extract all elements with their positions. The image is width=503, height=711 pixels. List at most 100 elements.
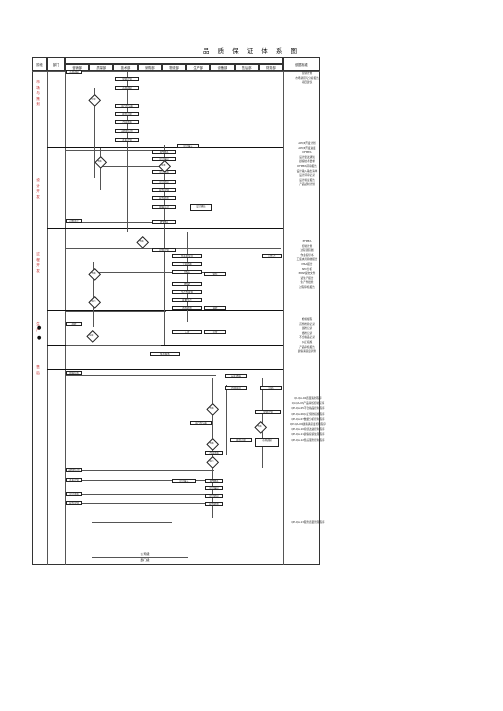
flow-box: 营销计划	[255, 410, 281, 414]
flow-line	[93, 262, 94, 327]
flow-box: 市场调研	[255, 438, 279, 447]
reference-item: QP-QA-09顾客满意度控制程序	[290, 423, 326, 426]
divider	[47, 71, 48, 565]
decision-diamond: 合格	[136, 236, 147, 247]
flow-box: PFMEA	[152, 220, 176, 224]
flow-box: 交付	[204, 330, 226, 334]
basis-item: 作业指导书	[300, 253, 314, 257]
basis-item: 设计输入输出清单	[296, 169, 318, 173]
basis-item: 试生产报告	[300, 276, 314, 280]
flow-box: 巡检	[204, 306, 226, 310]
basis-item: 工装夹具验收报告	[296, 258, 318, 262]
phase-separator	[47, 147, 283, 148]
reference-item: QI-QA-03产品审核控制程序	[291, 402, 325, 406]
flow-line	[66, 311, 166, 312]
header-top-cell	[65, 57, 283, 64]
flow-box: 持续改进	[225, 386, 247, 390]
decision-diamond: 合格	[206, 403, 217, 414]
department-header: 售后部	[234, 64, 259, 71]
basis-item: 控制计划	[301, 244, 313, 248]
decision-diamond: 放行	[88, 296, 99, 307]
flow-box: 设计评审	[66, 492, 82, 496]
reference-item: QI-QA-02质量策划程序	[294, 397, 322, 400]
divider	[65, 71, 66, 565]
flow-line	[66, 503, 214, 504]
basis-item: 设计验证报告	[299, 178, 315, 182]
basis-item: 纠正措施	[301, 341, 313, 344]
department-header: 采购部	[137, 64, 162, 71]
flow-line	[93, 272, 213, 273]
flow-box: 设计输入	[177, 144, 199, 148]
flow-line	[66, 470, 214, 471]
flow-box: 市场调研	[115, 86, 139, 90]
basis-item: DFMEA	[302, 151, 312, 155]
header-basis-cell: 依据标准	[283, 57, 320, 71]
divider	[283, 71, 284, 565]
flow-box: 归档	[260, 386, 282, 390]
basis-item: MSA报告	[301, 263, 313, 266]
flow-box: 设计输出	[205, 486, 223, 490]
flow-box-start: 市场调研	[66, 70, 82, 74]
decision-diamond: 投诉	[86, 330, 97, 341]
decision-diamond: 合格	[88, 268, 99, 279]
flow-box: 设计验证	[152, 180, 176, 184]
flow-box: 作业指导书	[172, 254, 202, 258]
basis-item: 顾客满意度调查	[297, 350, 317, 354]
footer-caption-a: 公司级	[140, 552, 150, 556]
basis-item: 不合格品记录	[299, 336, 315, 340]
phase-separator	[47, 310, 283, 311]
department-header: 生产部	[186, 64, 211, 71]
phase-label-3: 过程开发	[36, 252, 40, 273]
reference-extra: QP-QA-13服务质量管理程序	[291, 521, 325, 524]
flow-line	[92, 522, 172, 523]
phase-label-2: 设计开发	[36, 178, 40, 199]
footer-caption-b: 部门级	[140, 558, 150, 562]
phase-label-5: 售后	[36, 365, 40, 375]
phase-separator	[47, 369, 283, 370]
basis-item: PPAP提交文件	[298, 272, 316, 276]
basis-item: 设计评审记录	[299, 174, 315, 178]
basis-item: 项目建议	[301, 81, 313, 85]
reference-item: QP-QA-06纠正预防措施程序	[291, 412, 325, 416]
decision-diamond: 合格	[206, 438, 217, 449]
flow-box: 可行性分析	[190, 421, 212, 425]
flow-box: 开发计划	[115, 138, 139, 142]
flow-box: 项目立项	[230, 438, 252, 442]
flow-box: 样件检验	[152, 196, 176, 200]
basis-item: 巡检记录	[301, 327, 313, 331]
flow-box: 顾客反馈	[66, 371, 82, 375]
flow-box: 设计确认	[190, 204, 212, 211]
flow-box: 合同评审	[115, 120, 139, 124]
decision-diamond: 合格	[254, 421, 265, 432]
flow-box: 合同评审	[205, 451, 223, 455]
basis-item: SPC分析	[301, 267, 313, 271]
basis-item: 设计更改通知	[299, 155, 315, 159]
decision-diamond: 放行	[206, 456, 217, 467]
flow-box: 营销计划	[115, 77, 139, 81]
flow-line	[100, 166, 164, 167]
basis-item: 产品试制计划	[299, 183, 315, 187]
basis-item: DFMEA评审报告	[297, 165, 317, 168]
page-title: 品 质 保 证 体 系 图	[203, 47, 300, 55]
basis-item: 过程流程图	[300, 249, 314, 253]
basis-item: 产品审核报告	[299, 345, 315, 349]
flow-box: 纠正措施	[225, 374, 247, 378]
basis-item: PFMEA	[302, 240, 312, 243]
department-header: 设备部	[210, 64, 235, 71]
phase-separator	[47, 345, 283, 346]
reference-item: QP-QA-12售后服务控制程序	[291, 438, 325, 442]
flow-box: MSA	[172, 270, 202, 274]
decision-diamond: 批准	[158, 160, 169, 171]
flow-line	[66, 375, 216, 376]
flow-line	[66, 494, 214, 495]
basis-item: 首件检验记录	[299, 322, 315, 326]
flow-box: 售后服务	[150, 352, 180, 356]
department-header: 财务部	[258, 64, 283, 71]
flow-box: 可行性分析	[115, 104, 139, 108]
department-header: 质量部	[89, 64, 114, 71]
basis-item: 终检记录	[301, 331, 313, 335]
flow-box: 入库	[172, 330, 202, 334]
basis-item: 营销计划	[301, 72, 313, 75]
flow-box: 样件检验	[205, 502, 223, 506]
basis-item: 检验规程	[301, 318, 313, 321]
